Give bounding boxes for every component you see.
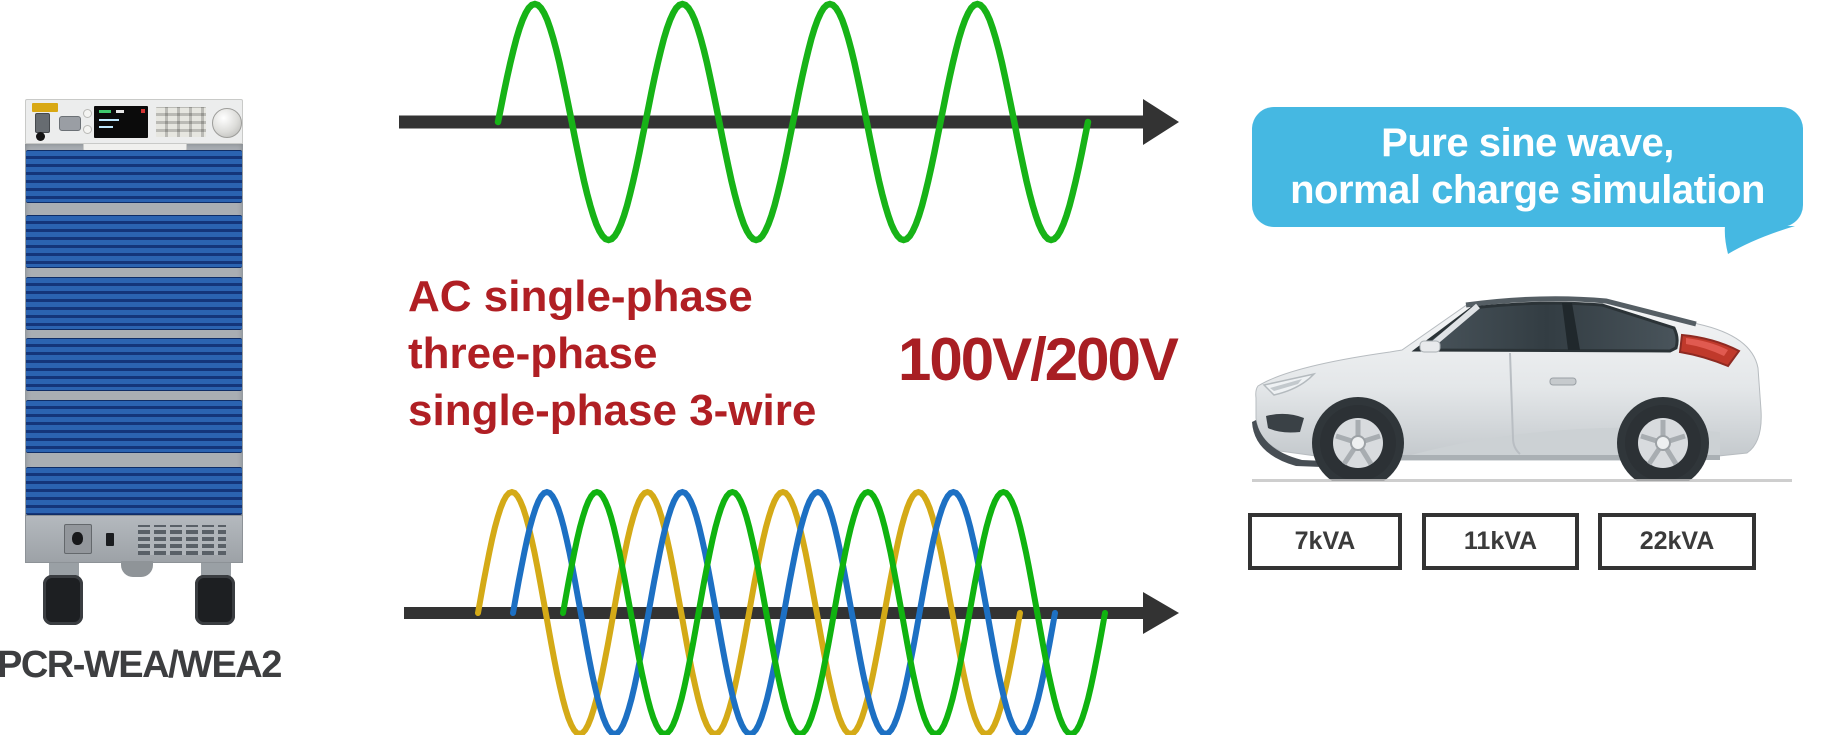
speech-bubble-tail: [1724, 226, 1795, 254]
voltage-text: 100V/200V: [898, 326, 1179, 393]
rotary-knob: [212, 108, 242, 138]
speech-bubble: Pure sine wave, normal charge simulation: [1252, 107, 1803, 227]
panel-button: [83, 125, 92, 134]
car-fog-recess: [1266, 413, 1304, 433]
three-phase-sine-l3: [560, 488, 1108, 735]
panel-button: [83, 109, 92, 118]
car-roof-trim: [1465, 296, 1697, 327]
phase-text: AC single-phase three-phase single-phase…: [408, 268, 816, 439]
bubble-tail-shape: [1724, 226, 1795, 254]
device-keypad: [156, 107, 206, 137]
car-shadow: [1252, 479, 1792, 482]
phase-text-line: single-phase 3-wire: [408, 386, 817, 435]
ev-car-illustration: [1250, 296, 1795, 490]
display-readout: [99, 119, 119, 121]
car-front-lip: [1252, 420, 1348, 468]
phase-text-line: three-phase: [408, 329, 658, 378]
display-indicator: [141, 109, 145, 113]
heatsink-module: [26, 150, 242, 203]
car-headlight-detail: [1270, 379, 1302, 391]
phase-text-line: AC single-phase: [408, 272, 753, 321]
display-readout: [99, 126, 113, 128]
power-inlet: [64, 524, 92, 554]
display-readout: [99, 110, 111, 113]
rating-box-11kva: 11kVA: [1422, 513, 1579, 570]
rating-label: 22kVA: [1639, 527, 1715, 555]
heatsink-module: [26, 467, 242, 515]
power-supply-device: [25, 99, 243, 625]
car-b-pillar: [1562, 303, 1580, 350]
heatsink-module: [26, 400, 242, 453]
single-phase-sine: [494, 0, 1092, 244]
car-glass: [1411, 301, 1679, 353]
car-hub-front: [1350, 435, 1366, 451]
connector-port: [59, 116, 81, 131]
usb-port: [35, 113, 50, 133]
car-hub-rear: [1655, 435, 1671, 451]
power-switch: [106, 533, 114, 546]
brand-badge: [32, 103, 58, 112]
ground-mask: [1250, 481, 1795, 490]
car-mirror: [1419, 340, 1441, 353]
jack-connector: [36, 132, 45, 141]
heatsink-module: [26, 338, 242, 391]
device-base-unit: [25, 515, 243, 563]
three-phase-sine-l1: [475, 488, 1023, 735]
rating-box-22kva: 22kVA: [1598, 513, 1756, 570]
device-display: [94, 106, 148, 138]
device-foot: [121, 561, 153, 577]
rating-label: 7kVA: [1294, 527, 1356, 555]
rating-label: 11kVA: [1463, 527, 1538, 555]
car-door-handle: [1549, 377, 1577, 386]
three-phase-axis-arrow-head: [1143, 592, 1179, 634]
bubble-text-line: Pure sine wave,: [1381, 121, 1674, 165]
caster-wheel-right: [195, 563, 237, 625]
vent-grille: [138, 525, 226, 555]
bubble-text-line: normal charge simulation: [1290, 168, 1765, 212]
heatsink-module: [26, 277, 242, 330]
car-taillight-highlight: [1686, 338, 1728, 356]
heatsink-module: [26, 215, 242, 268]
device-front-panel: [25, 99, 243, 144]
car-door-seam: [1509, 352, 1521, 455]
caster-wheel-left: [43, 563, 85, 625]
device-model-label: PCR-WEA/WEA2: [0, 644, 282, 686]
rating-box-7kva: 7kVA: [1248, 513, 1402, 570]
three-phase-sine-l2: [510, 488, 1058, 735]
single-phase-axis-arrow-head: [1143, 99, 1179, 145]
display-readout: [116, 110, 124, 113]
